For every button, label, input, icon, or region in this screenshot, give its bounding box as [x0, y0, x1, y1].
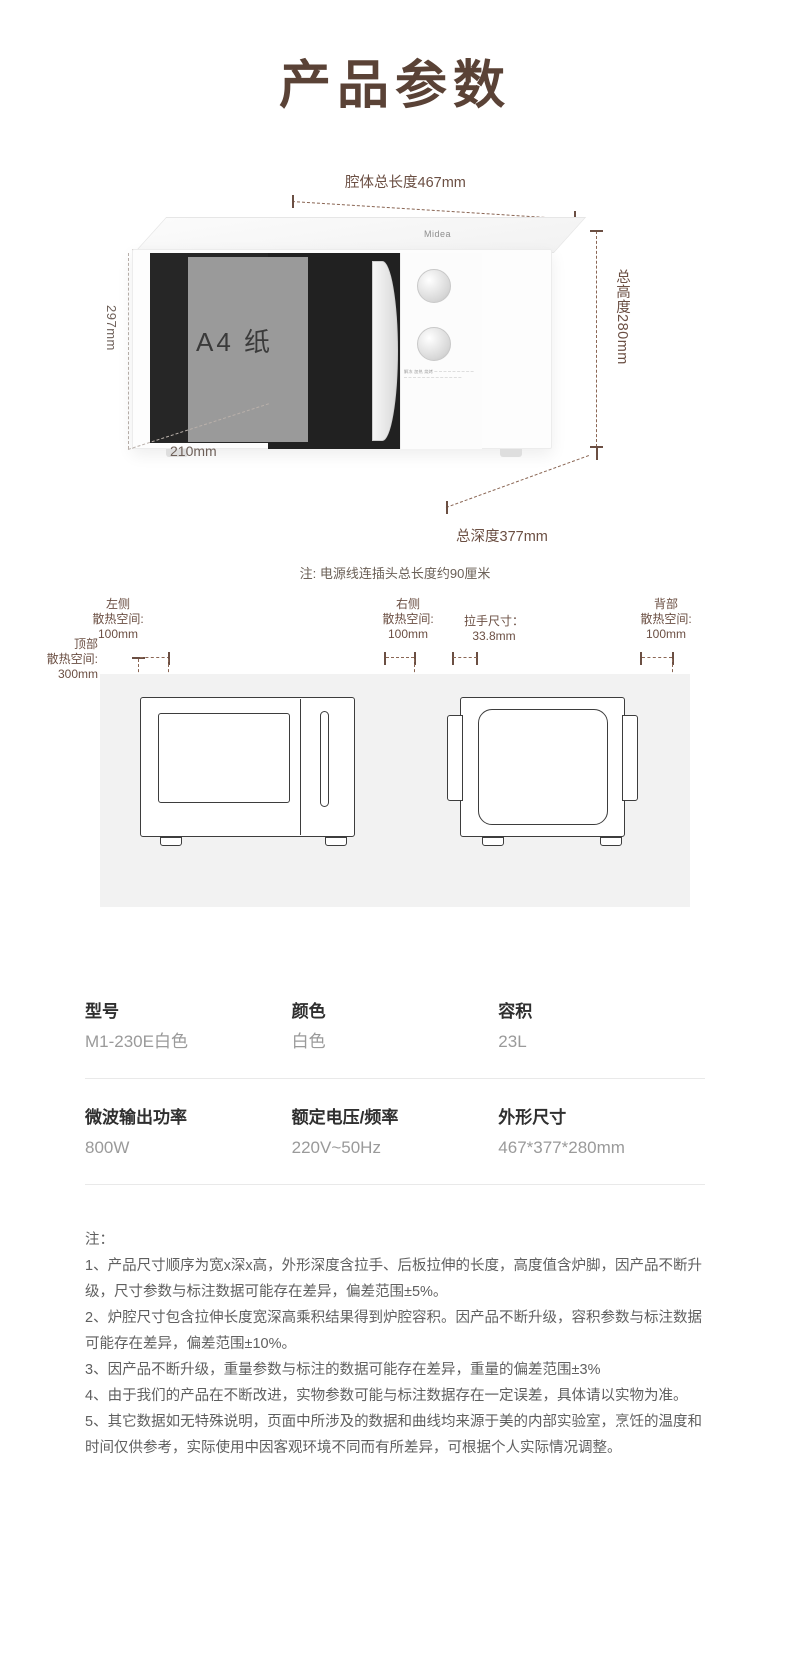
clearance-top-line3: 300mm: [57, 667, 98, 682]
clearance-tick-right: [384, 652, 386, 666]
power-cord-note: 注: 电源线连插头总长度约90厘米: [299, 566, 491, 582]
clearance-label-left: 左侧 散热空间: 100mm: [78, 597, 158, 642]
clearance-top-line1: 顶部: [73, 637, 98, 652]
microwave-a4-paper: [188, 257, 308, 443]
table-row: 型号 M1-230E白色 颜色 白色 容积 23L: [85, 973, 705, 1080]
clearance-label-back: 背部 散热空间: 100mm: [620, 597, 712, 642]
dim-paper-width: 210mm: [170, 443, 217, 460]
oven-side-inner: [478, 709, 608, 826]
dim-paper-height: 297mm: [104, 305, 119, 352]
clearance-tick-left: [132, 657, 145, 659]
spec-value: 白色: [291, 1032, 326, 1052]
clearance-top-line2: 散热空间:: [46, 652, 98, 667]
spec-value: 23L: [498, 1032, 527, 1052]
note-item-1: 1、产品尺寸顺序为宽x深x高，外形深度含拉手、后板拉伸的长度，高度值含炉脚，因产…: [85, 1258, 703, 1301]
spec-key: 微波输出功率: [85, 1108, 187, 1128]
oven-side-foot-left: [482, 837, 504, 847]
handle-tick-left: [452, 652, 454, 666]
spec-key: 容积: [498, 1002, 533, 1022]
brand-logo: Midea: [424, 229, 452, 240]
dim-tick-right-top: [590, 230, 603, 232]
spec-key: 颜色: [291, 1002, 326, 1022]
microwave-foot-left: [166, 449, 188, 458]
notes-title: 注：: [85, 1232, 114, 1249]
page-title: 产品参数: [278, 57, 511, 115]
dim-line-right: [596, 231, 597, 448]
oven-side-wing-left: [447, 715, 463, 802]
a4-paper-label: A4 纸: [196, 327, 274, 358]
dim-tick-right-bottom: [590, 446, 603, 448]
clearance-diagram: 顶部 散热空间: 300mm 左侧 散热空间: 100mm 右侧 散热空间: 1…: [0, 597, 790, 949]
oven-front-foot-left: [160, 837, 182, 847]
spec-cell-dimensions: 外形尺寸 467*377*280mm: [498, 1105, 705, 1162]
note-item-2: 2、炉腔尺寸包含拉伸长度宽深高乘积结果得到炉腔容积。因产品不断升级，容积参数与标…: [85, 1310, 703, 1353]
spec-value: 467*377*280mm: [498, 1138, 625, 1158]
spec-table: 型号 M1-230E白色 颜色 白色 容积 23L 微波输出功率 800W 额定…: [85, 973, 705, 1186]
knob-power: [417, 269, 451, 304]
oven-side-foot-right: [600, 837, 622, 847]
handle-size-line1: 拉手尺寸：: [463, 614, 524, 629]
clearance-left-line3: 100mm: [97, 627, 138, 642]
spec-key: 型号: [85, 1002, 119, 1022]
spec-cell-power: 微波输出功率 800W: [85, 1105, 292, 1162]
oven-front-window: [158, 713, 290, 804]
oven-front-handle: [320, 711, 329, 808]
dim-line-depth: [445, 455, 590, 509]
spec-cell-capacity: 容积 23L: [498, 999, 705, 1056]
microwave-door-handle: [372, 261, 398, 442]
dim-tick-depth-right: [596, 447, 598, 461]
title-section: 产品参数: [0, 0, 790, 115]
spec-key: 外形尺寸: [498, 1108, 567, 1128]
clearance-tick-right-2: [414, 652, 416, 666]
oven-front-control-panel: [300, 699, 353, 836]
oven-front-view: [140, 697, 355, 838]
clearance-back-line2: 散热空间:: [640, 612, 692, 627]
note-item-5: 5、其它数据如无特殊说明，页面中所涉及的数据和曲线均来源于美的内部实验室，烹饪的…: [85, 1414, 703, 1457]
hero-diagram: 腔体总长度467mm 总高度280mm 297mm A4 纸 Midea 解冻 …: [0, 157, 790, 607]
notes-section: 注： 1、产品尺寸顺序为宽x深x高，外形深度含拉手、后板拉伸的长度，高度值含炉脚…: [85, 1227, 705, 1461]
clearance-label-right: 右侧 散热空间: 100mm: [368, 597, 448, 642]
clearance-back-line3: 100mm: [645, 627, 686, 642]
handle-tick-right: [476, 652, 478, 666]
clearance-label-handle: 拉手尺寸： 33.8mm: [448, 614, 540, 644]
note-item-3: 3、因产品不断升级，重量参数与标注的数据可能存在差异，重量的偏差范围±3%: [85, 1362, 601, 1379]
clearance-left-line1: 左侧: [105, 597, 130, 612]
dim-cavity-length: 腔体总长度467mm: [345, 175, 466, 192]
dim-tick-depth-left: [446, 501, 448, 515]
clearance-left-line2: 散热空间:: [92, 612, 144, 627]
dim-line-left: [128, 253, 129, 450]
note-item-4: 4、由于我们的产品在不断改进，实物参数可能与标注数据存在一定误差，具体请以实物为…: [85, 1388, 688, 1405]
handle-size-line2: 33.8mm: [472, 629, 516, 644]
dim-total-depth: 总深度377mm: [456, 529, 548, 546]
dim-tick-top-left: [292, 195, 294, 209]
spec-value: M1-230E白色: [85, 1032, 188, 1052]
clearance-tick-back: [640, 652, 642, 666]
clearance-back-line1: 背部: [653, 597, 678, 612]
clearance-right-line3: 100mm: [387, 627, 428, 642]
clearance-right-line1: 右侧: [395, 597, 420, 612]
spec-cell-model: 型号 M1-230E白色: [85, 999, 292, 1056]
table-row: 微波输出功率 800W 额定电压/频率 220V~50Hz 外形尺寸 467*3…: [85, 1079, 705, 1186]
microwave-top-face: [133, 217, 587, 254]
spec-cell-voltage: 额定电压/频率 220V~50Hz: [292, 1105, 499, 1162]
spec-value: 220V~50Hz: [291, 1138, 381, 1158]
clearance-tick-back-2: [672, 652, 674, 666]
microwave-foot-right: [500, 449, 522, 458]
clearance-label-top: 顶部 散热空间: 300mm: [6, 637, 98, 682]
clearance-tick-left-2: [168, 652, 170, 666]
spec-value: 800W: [85, 1138, 130, 1158]
knob-timer: [417, 327, 451, 362]
panel-printed-text: 解冻 加热 烧烤 ─ ─ ─ ─ ─ ─ ─ ─ ─ ─ ─ ─ ─ ─ ─ ─…: [404, 369, 474, 381]
spec-key: 额定电压/频率: [291, 1108, 399, 1128]
dim-total-height: 总高度280mm: [614, 269, 630, 366]
spec-cell-color: 颜色 白色: [292, 999, 499, 1056]
oven-front-foot-right: [325, 837, 347, 847]
handle-line: [453, 657, 477, 659]
oven-side-wing-right: [622, 715, 638, 802]
clearance-line-right: [386, 657, 414, 659]
clearance-line-back: [642, 657, 672, 659]
clearance-line-left: [140, 657, 170, 659]
clearance-right-line2: 散热空间:: [382, 612, 434, 627]
